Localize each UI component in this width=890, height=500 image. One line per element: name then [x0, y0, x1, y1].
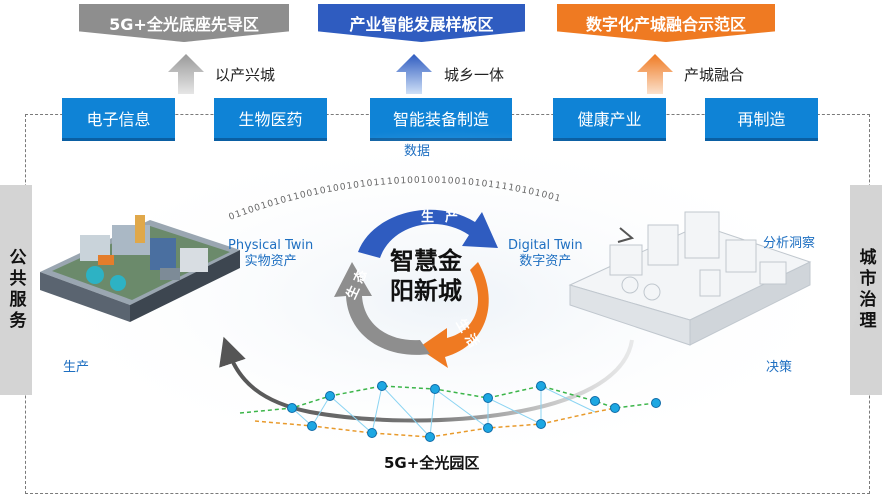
industry-remanufacturing: 再制造 [705, 98, 818, 141]
cycle-label-production: 生 [421, 209, 434, 225]
arrow-label-3: 产城融合 [684, 66, 745, 84]
arrow-label-1: 以产兴城 [215, 66, 276, 84]
binary-arrow-icon [617, 227, 635, 243]
industry-electronics: 电子信息 [62, 98, 175, 141]
up-arrow-orange-icon [637, 54, 673, 94]
industry-health: 健康产业 [553, 98, 666, 141]
physical-twin-city [40, 215, 240, 322]
center-title-line2: 阳新城 [390, 277, 462, 305]
physical-twin-en: Physical Twin [228, 238, 314, 253]
up-arrow-blue-icon [396, 54, 432, 94]
cycle-label-production-2: 产 [445, 209, 458, 225]
background-haze [25, 130, 865, 470]
cycle-life-arrow [418, 262, 489, 368]
physical-twin-zh: 实物资产 [244, 254, 297, 269]
digital-twin-city [568, 211, 812, 346]
arrow-label-2: 城乡一体 [444, 66, 505, 84]
decision-label: 决策 [766, 360, 793, 375]
center-title: 智慧金 阳新城 [376, 246, 476, 306]
network-5g [239, 381, 661, 442]
data-label: 数据 [404, 144, 431, 159]
cycle-production-arrow: 生 产 [358, 209, 498, 258]
digital-twin-en: Digital Twin [508, 238, 583, 253]
up-arrow-gray-icon [168, 54, 204, 94]
physical-twin-label: Physical Twin 实物资产 [228, 238, 313, 270]
center-title-line1: 智慧金 [390, 247, 462, 275]
analysis-label: 分析洞察 [763, 236, 816, 251]
digital-twin-zh: 数字资产 [519, 254, 572, 269]
production-label: 生产 [63, 360, 90, 375]
cycle-ecology-arrow [334, 262, 430, 355]
digital-twin-label: Digital Twin 数字资产 [508, 238, 583, 270]
bottom-park-label: 5G+全光园区 [384, 454, 480, 472]
industry-biomedicine: 生物医药 [214, 98, 327, 141]
